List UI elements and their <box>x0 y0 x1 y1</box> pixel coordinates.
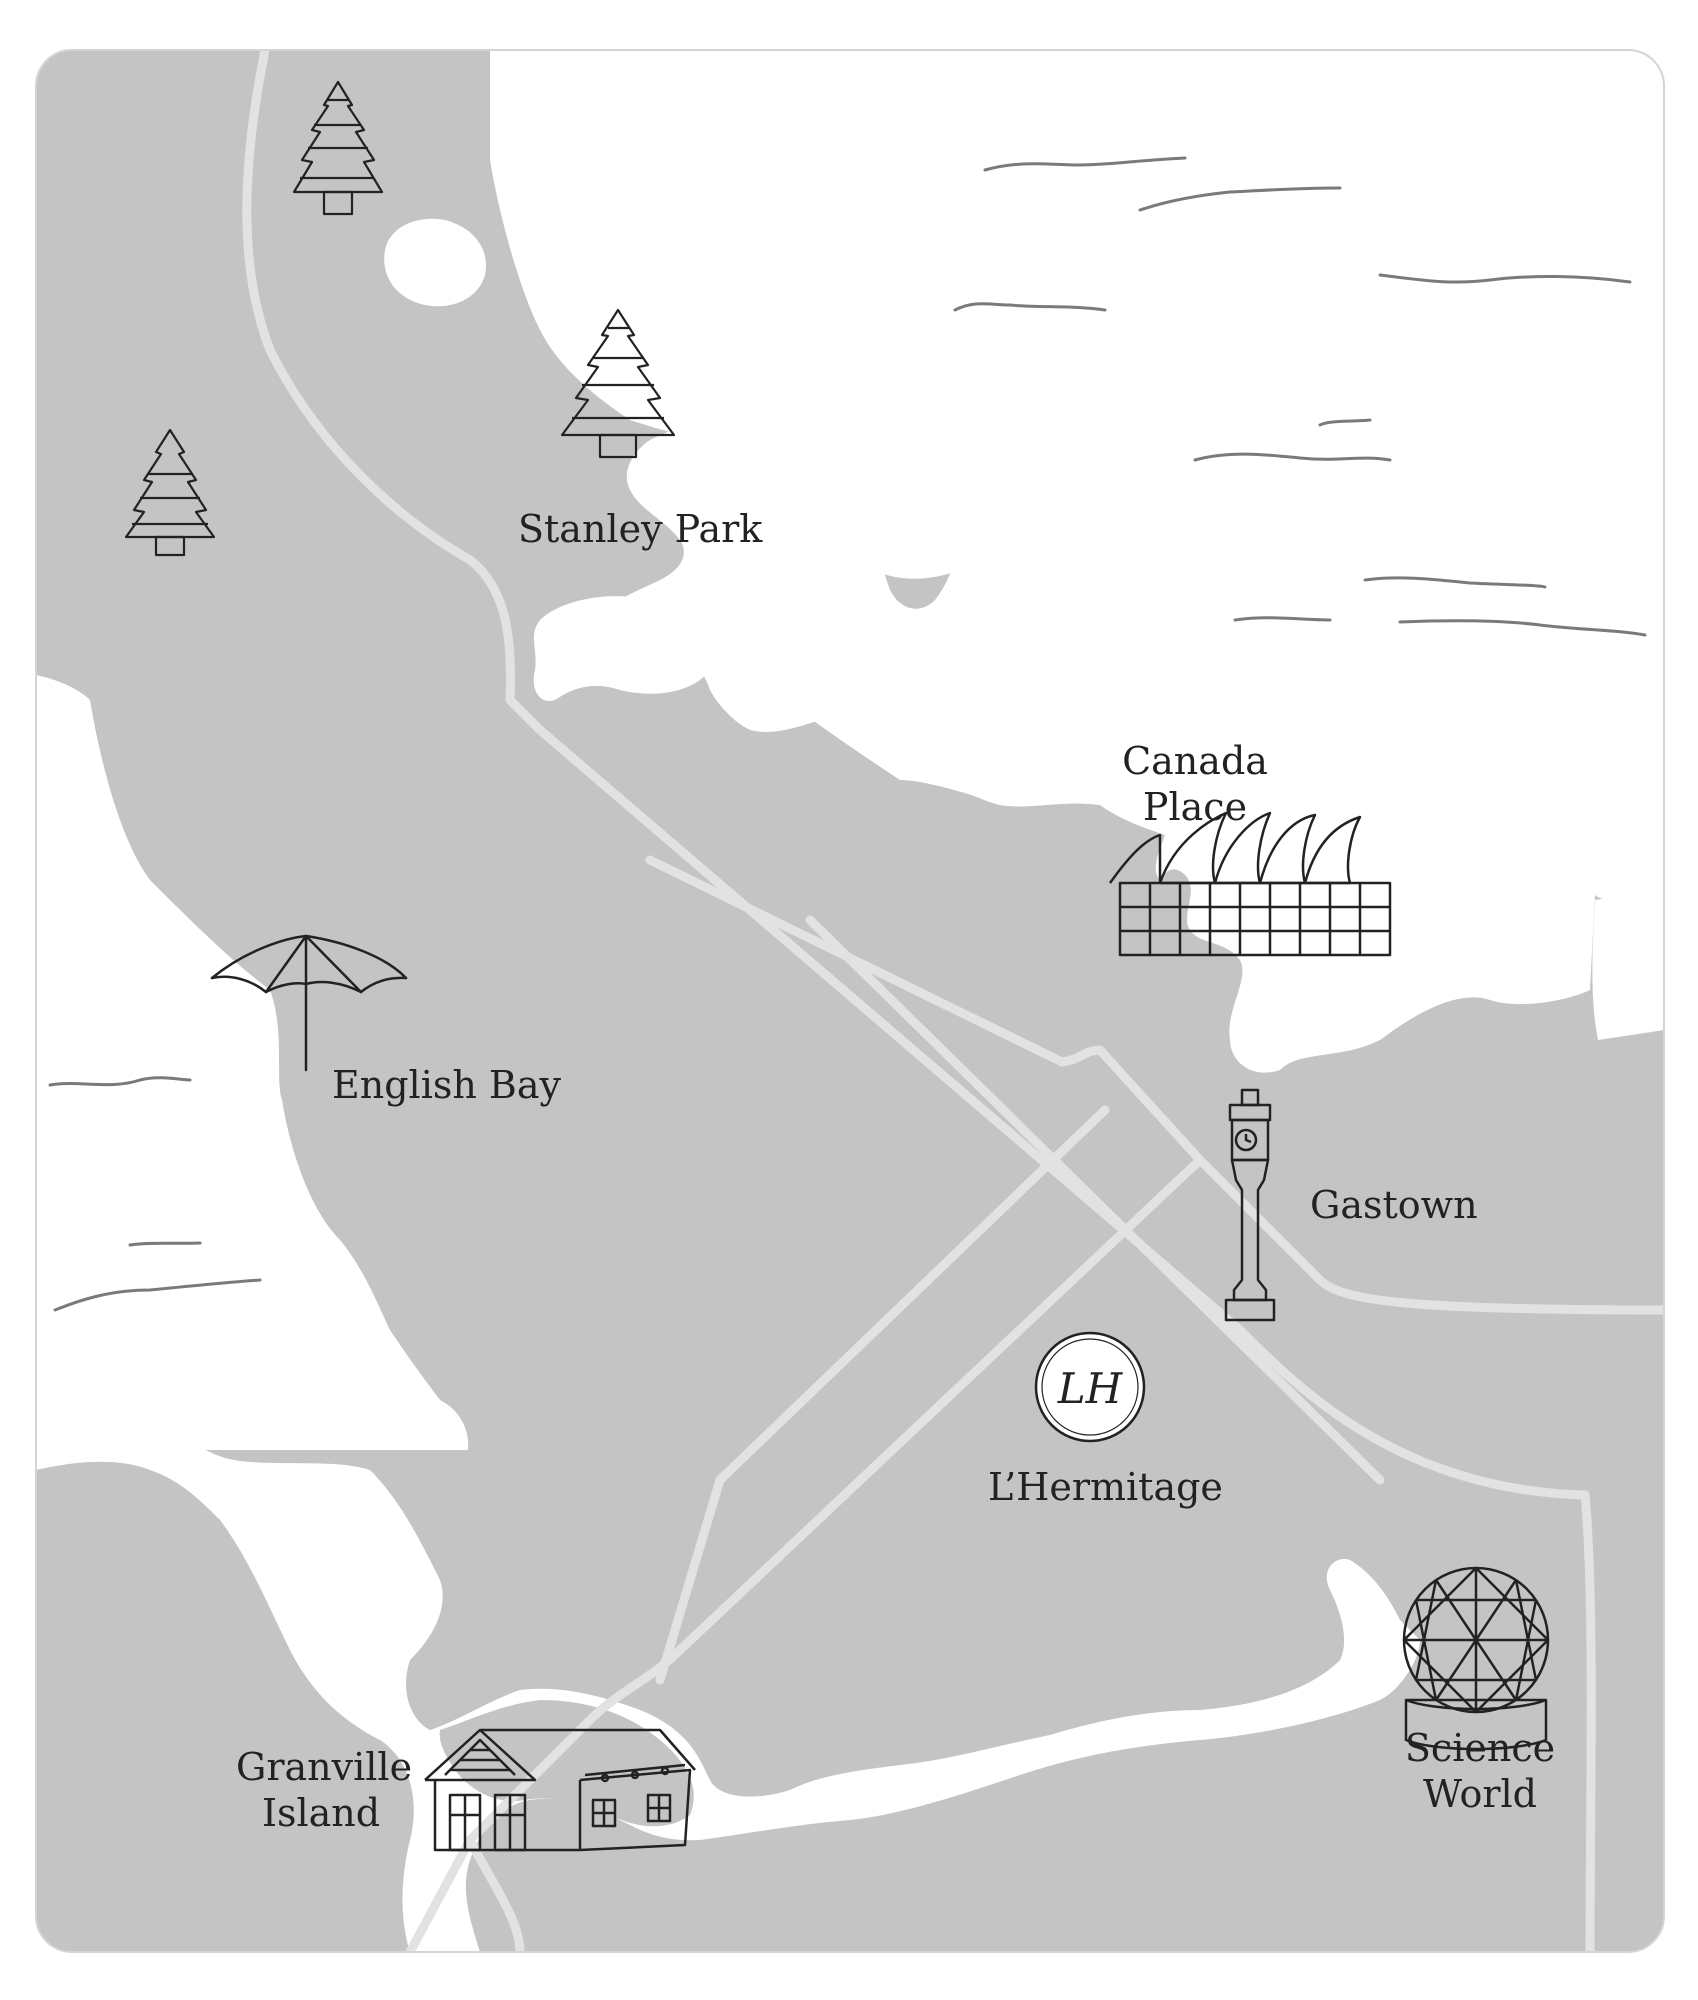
granville-island-label[interactable]: Granville Island <box>236 1744 413 1836</box>
beaver-lake-water <box>384 218 486 307</box>
pine-tree-icon <box>560 308 676 459</box>
burrard-inlet-water <box>490 50 1664 1073</box>
market-building-icon <box>424 1728 696 1852</box>
granville-island-label-line1: Granville <box>236 1745 413 1789</box>
granville-island-label-line2: Island <box>261 1791 381 1835</box>
science-world-label-line2: World <box>1423 1772 1537 1816</box>
canada-place-label-line1: Canada <box>1122 739 1268 783</box>
beach-umbrella-icon <box>210 934 408 1072</box>
granville-island-land <box>36 1461 414 1952</box>
sails-building-icon <box>1108 811 1392 957</box>
lhermitage-label[interactable]: L’Hermitage <box>988 1465 1223 1509</box>
east-harbour-water <box>1592 890 1664 1040</box>
canada-place-label-line2: Place <box>1142 785 1248 829</box>
english-bay-water <box>36 675 469 1450</box>
stanley-park-label[interactable]: Stanley Park <box>518 507 763 551</box>
lost-lagoon-water <box>533 596 716 701</box>
english-bay-label[interactable]: English Bay <box>332 1063 561 1107</box>
steam-clock-icon <box>1224 1088 1276 1322</box>
hotel-monogram-text: LH <box>1057 1364 1124 1413</box>
science-world-label[interactable]: Science World <box>1395 1725 1565 1817</box>
roads <box>242 50 1664 1952</box>
science-world-label-line1: Science <box>1404 1726 1556 1770</box>
pine-tree-icon <box>292 80 384 216</box>
geodesic-dome-icon <box>1402 1566 1550 1751</box>
gastown-label[interactable]: Gastown <box>1310 1183 1478 1227</box>
map-frame <box>35 49 1665 1953</box>
water-waves <box>48 156 1647 1312</box>
coal-harbour-water <box>700 560 1176 835</box>
pine-tree-icon <box>124 428 216 557</box>
canada-place-label[interactable]: Canada Place <box>1120 738 1270 830</box>
hotel-monogram-icon: LH <box>1034 1331 1146 1443</box>
